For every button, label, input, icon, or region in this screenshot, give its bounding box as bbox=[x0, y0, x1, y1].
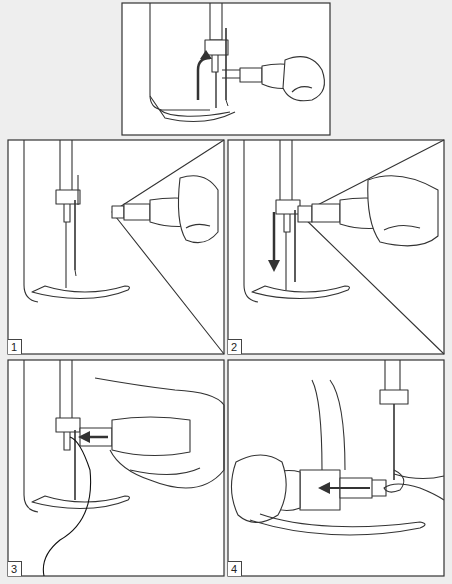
panel-2-scene bbox=[244, 140, 444, 354]
panel-frames bbox=[8, 3, 444, 576]
callout-number: 3 bbox=[8, 561, 22, 576]
callout-number: 4 bbox=[228, 561, 242, 576]
panel-4-scene bbox=[231, 360, 444, 535]
callout-number: 1 bbox=[8, 339, 22, 354]
top-scene bbox=[150, 3, 324, 121]
callout-number: 2 bbox=[228, 339, 242, 354]
panel-1-scene bbox=[24, 140, 224, 354]
panel-3-scene bbox=[24, 360, 224, 576]
